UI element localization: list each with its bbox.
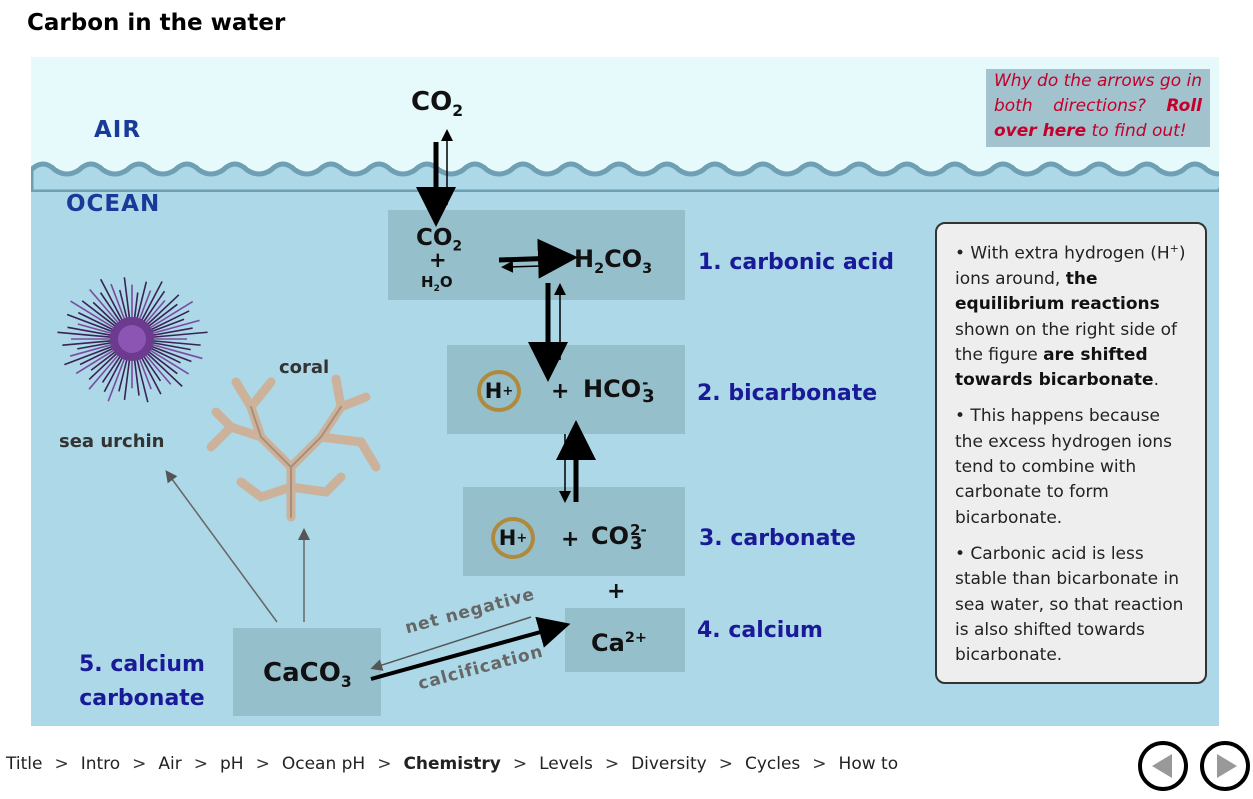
atmosphere-co2: CO2 [411, 87, 464, 121]
info-rollover-link[interactable]: Roll over here [994, 96, 1202, 141]
r2-plus: + [551, 379, 570, 404]
wave-line [31, 161, 1219, 192]
caption-carbonate: 3. carbonate [699, 526, 856, 551]
breadcrumb-item-air[interactable]: Air [158, 754, 182, 774]
sea-urchin-label: sea urchin [59, 431, 165, 452]
plus-carbonate-calcium: + [607, 579, 626, 604]
breadcrumb-separator: > [377, 754, 392, 774]
r1-h2o: H2O [421, 273, 453, 294]
breadcrumb-separator: > [255, 754, 270, 774]
breadcrumb: Title > Intro > Air > pH > Ocean pH > Chemistry > Le… [6, 754, 898, 774]
next-button[interactable] [1200, 741, 1250, 791]
breadcrumb-item-how-to[interactable]: How to [838, 754, 899, 774]
r2-hco3: HCO-3 [583, 374, 655, 407]
reaction-box-calcium-carbonate [233, 628, 381, 716]
rollover-info-box[interactable]: Why do the arrows go in both directions?… [986, 69, 1210, 147]
r3-hydrogen-ion: H+ [491, 517, 535, 559]
breadcrumb-item-cycles[interactable]: Cycles [744, 754, 801, 774]
breadcrumb-separator: > [54, 754, 69, 774]
caption-calcium: 4. calcium [697, 618, 823, 643]
air-label: AIR [94, 117, 142, 143]
coral-illustration [206, 374, 381, 522]
r1-plus: + [429, 248, 447, 272]
info-text-3: to find out! [1091, 121, 1187, 141]
page-title: Carbon in the water [27, 10, 286, 36]
breadcrumb-separator: > [512, 754, 528, 774]
caption-calcium-carbonate: 5. calcium carbonate [79, 652, 205, 711]
breadcrumb-item-title[interactable]: Title [6, 754, 43, 774]
breadcrumb-item-ph[interactable]: pH [220, 754, 244, 774]
arrow-to-urchin [165, 470, 278, 623]
arrow-calcification [370, 616, 571, 681]
breadcrumb-separator: > [193, 754, 209, 774]
explanation-paragraph-3: • Carbonic acid is less stable than bica… [955, 543, 1184, 666]
r4-calcium-ion: Ca2+ [591, 629, 647, 657]
r2-hydrogen-ion: H+ [477, 370, 521, 412]
breadcrumb-item-diversity[interactable]: Diversity [631, 754, 707, 774]
r3-plus: + [561, 527, 580, 552]
explanation-paragraph-2: • This happens because the excess hydrog… [955, 406, 1172, 528]
r5-caco3: CaCO3 [263, 658, 352, 692]
breadcrumb-separator: > [132, 754, 147, 774]
breadcrumb-item-chemistry[interactable]: Chemistry [403, 754, 501, 774]
previous-button[interactable] [1138, 741, 1188, 791]
explanation-panel: • With extra hydrogen (H+) ions around, … [935, 222, 1207, 684]
breadcrumb-separator: > [604, 754, 620, 774]
info-text-1: Why do the arrows go in both directions? [994, 71, 1203, 116]
caption-carbonic-acid: 1. carbonic acid [698, 250, 895, 275]
r1-co2: CO2 [416, 225, 463, 255]
reaction-arrows [165, 129, 596, 681]
caption-bicarbonate: 2. bicarbonate [697, 381, 878, 406]
breadcrumb-separator: > [812, 754, 827, 774]
breadcrumb-item-ocean-ph[interactable]: Ocean pH [281, 754, 366, 774]
triangle-right-icon [1217, 754, 1237, 778]
breadcrumb-separator: > [718, 754, 733, 774]
arrow-r1-forward [498, 238, 578, 279]
triangle-left-icon [1152, 754, 1172, 778]
sea-urchin-illustration [57, 277, 208, 403]
breadcrumb-item-intro[interactable]: Intro [80, 754, 121, 774]
explanation-paragraph-1: • With extra hydrogen (H+) ions around, … [955, 242, 1186, 391]
arrow-r1-back [501, 260, 542, 273]
reaction-box-calcium [565, 608, 685, 672]
arrow-net-negative [370, 616, 532, 671]
r1-product-h2co3: H2CO3 [574, 245, 653, 277]
breadcrumb-item-levels[interactable]: Levels [539, 754, 593, 774]
coral-label: coral [279, 357, 330, 378]
ocean-scene: AIR OCEAN Why do the arrows go in both d… [31, 57, 1219, 726]
ocean-label: OCEAN [66, 191, 161, 217]
